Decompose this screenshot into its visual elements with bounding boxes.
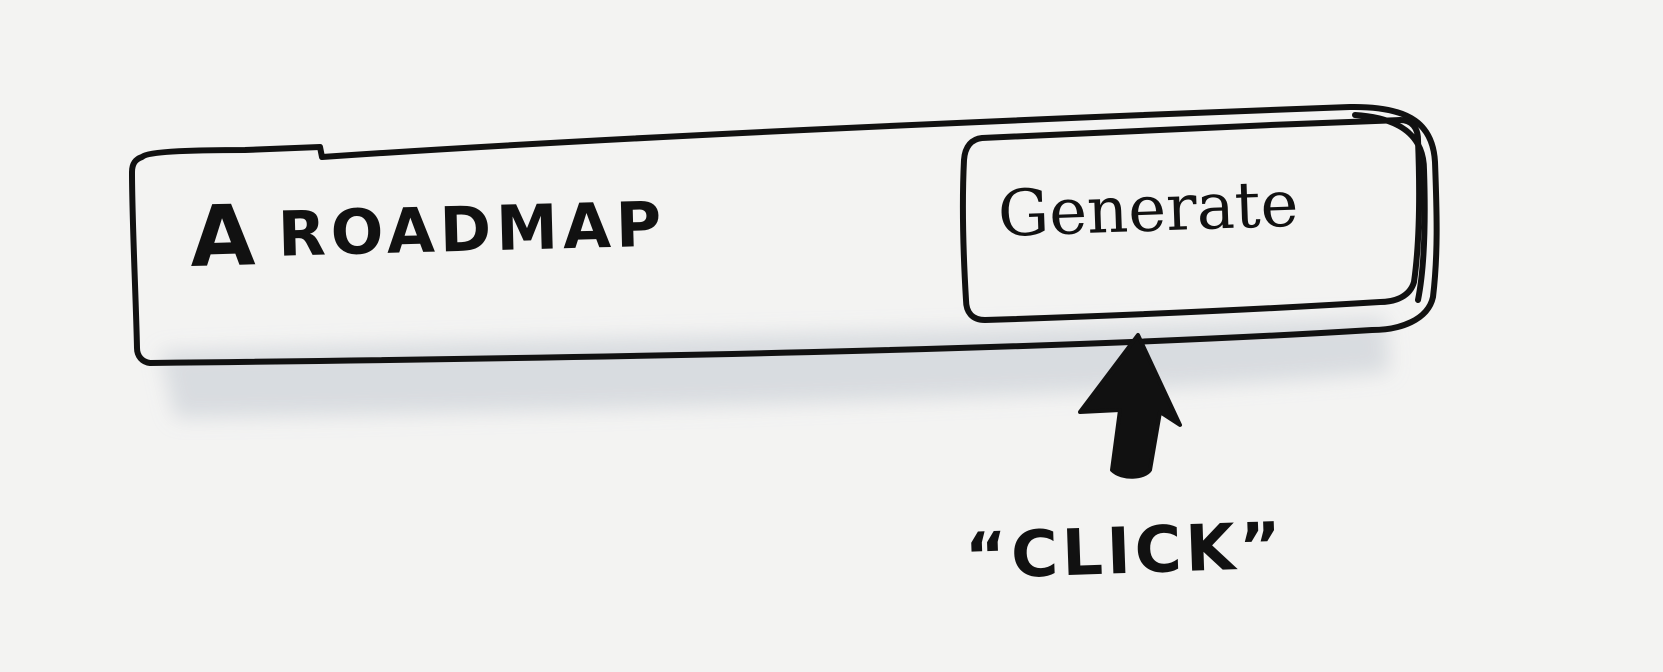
search-bar-outline	[129, 103, 1440, 366]
arrow-icon	[1078, 333, 1182, 479]
bar-shadow	[160, 318, 1390, 418]
prompt-input-value-rest: ROADMAP	[277, 187, 668, 271]
generate-button-outline	[959, 117, 1423, 323]
prompt-input-value-first: A	[188, 186, 262, 286]
bar-edge-stroke	[1352, 112, 1428, 303]
click-annotation: “CLICK”	[963, 509, 1287, 595]
generate-button-label: Generate	[996, 167, 1300, 252]
